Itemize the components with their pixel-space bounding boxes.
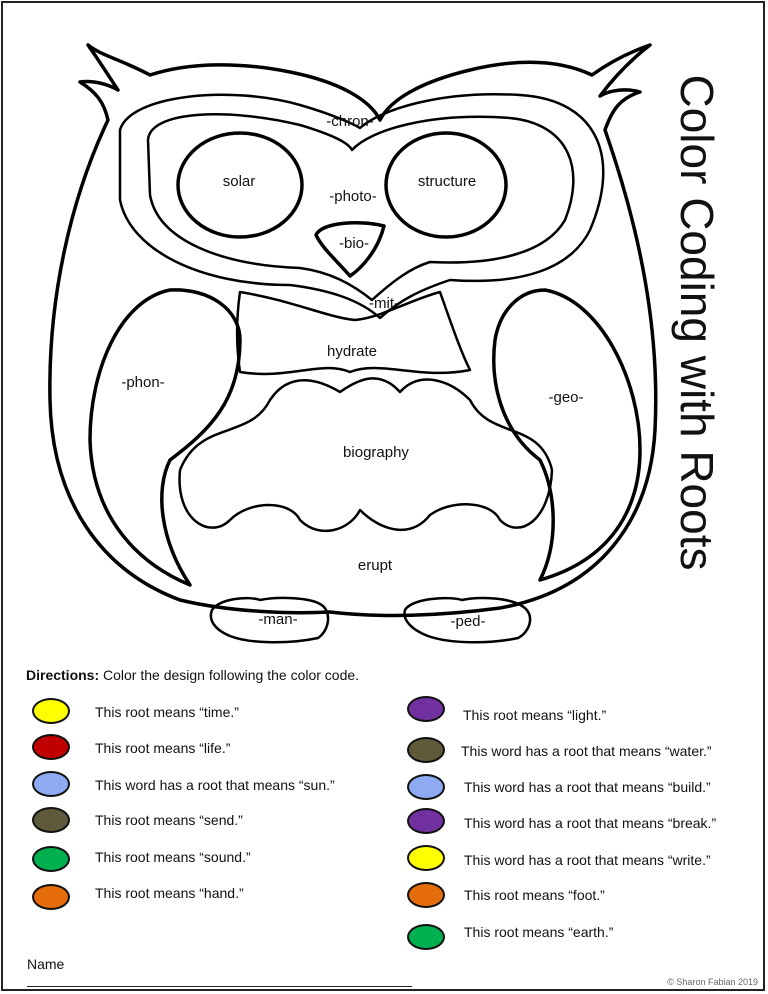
color-dot (32, 884, 70, 910)
color-dot (32, 771, 70, 797)
color-dot (32, 846, 70, 872)
label-hydrate: hydrate (326, 343, 378, 360)
label-mit: -mit- (369, 295, 399, 312)
label-biography: biography (343, 444, 409, 461)
label-erupt: erupt (357, 557, 393, 574)
name-line[interactable] (27, 986, 412, 987)
color-dot (407, 924, 445, 950)
color-dot (407, 882, 445, 908)
key-text: This root means “time.” (95, 704, 239, 720)
key-text: This word has a root that means “write.” (464, 852, 711, 868)
key-text: This root means “light.” (463, 707, 607, 723)
label-phon: -phon- (121, 374, 165, 391)
label-photo: -photo- (329, 188, 377, 205)
key-text: This word has a root that means “water.” (461, 743, 712, 759)
key-text: This root means “life.” (95, 740, 231, 756)
owl-drawing (48, 43, 658, 644)
color-dot (407, 774, 445, 800)
key-text: This word has a root that means “sun.” (95, 777, 335, 793)
label-chron: -chron- (326, 113, 374, 130)
color-dot (407, 696, 445, 722)
color-dot (407, 845, 445, 871)
label-structure: structure (417, 173, 477, 190)
color-dot (407, 737, 445, 763)
label-geo: -geo- (548, 389, 584, 406)
copyright: © Sharon Fabian 2019 (667, 977, 758, 987)
key-text: This word has a root that means “build.” (464, 779, 711, 795)
label-solar: solar (222, 173, 256, 190)
key-text: This root means “sound.” (95, 849, 251, 865)
key-text: This root means “earth.” (464, 924, 614, 940)
label-bio: -bio- (338, 235, 370, 252)
page-title: Color Coding with Roots (671, 74, 723, 571)
directions-text: Color the design following the color cod… (103, 667, 360, 683)
key-text: This root means “foot.” (464, 887, 605, 903)
key-text: This root means “hand.” (95, 885, 244, 901)
key-text: This root means “send.” (95, 812, 243, 828)
label-man: -man- (258, 611, 298, 628)
color-dot (32, 807, 70, 833)
name-label: Name (27, 956, 65, 972)
directions-label: Directions: (26, 667, 100, 683)
color-dot (32, 698, 70, 724)
key-text: This word has a root that means “break.” (464, 815, 717, 831)
color-dot (32, 734, 70, 760)
label-ped: -ped- (450, 613, 486, 630)
color-dot (407, 808, 445, 834)
directions: Directions: Color the design following t… (26, 667, 359, 683)
